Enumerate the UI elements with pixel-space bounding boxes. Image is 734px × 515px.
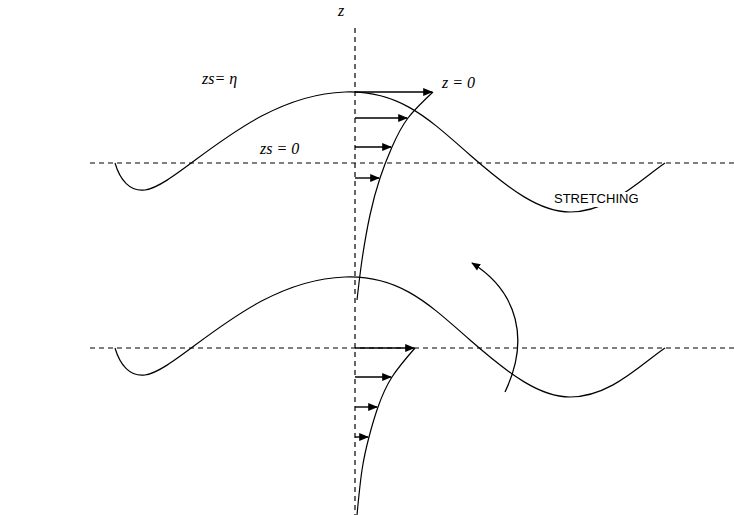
axis-label: z bbox=[336, 2, 346, 20]
stretching-arrow bbox=[472, 263, 518, 392]
velocity-arrow bbox=[355, 406, 377, 407]
mean-level-line bbox=[90, 347, 734, 348]
mean-level-line bbox=[90, 162, 734, 163]
vertical-axis bbox=[354, 28, 355, 515]
level-label: zs = 0 bbox=[258, 140, 301, 158]
velocity-arrow bbox=[355, 117, 407, 118]
velocity-arrow bbox=[355, 347, 414, 348]
velocity-profile bbox=[357, 92, 433, 300]
velocity-arrow bbox=[355, 91, 432, 92]
velocity-arrow bbox=[355, 436, 368, 437]
velocity-profile bbox=[357, 348, 415, 515]
velocity-arrow bbox=[355, 376, 391, 377]
velocity-arrow bbox=[355, 177, 379, 178]
process-label: STRETCHING bbox=[552, 192, 641, 207]
wave-profile bbox=[115, 277, 665, 397]
level-label: z = 0 bbox=[440, 74, 477, 92]
surface-label: zs= η bbox=[200, 70, 239, 88]
velocity-arrow bbox=[355, 146, 391, 147]
